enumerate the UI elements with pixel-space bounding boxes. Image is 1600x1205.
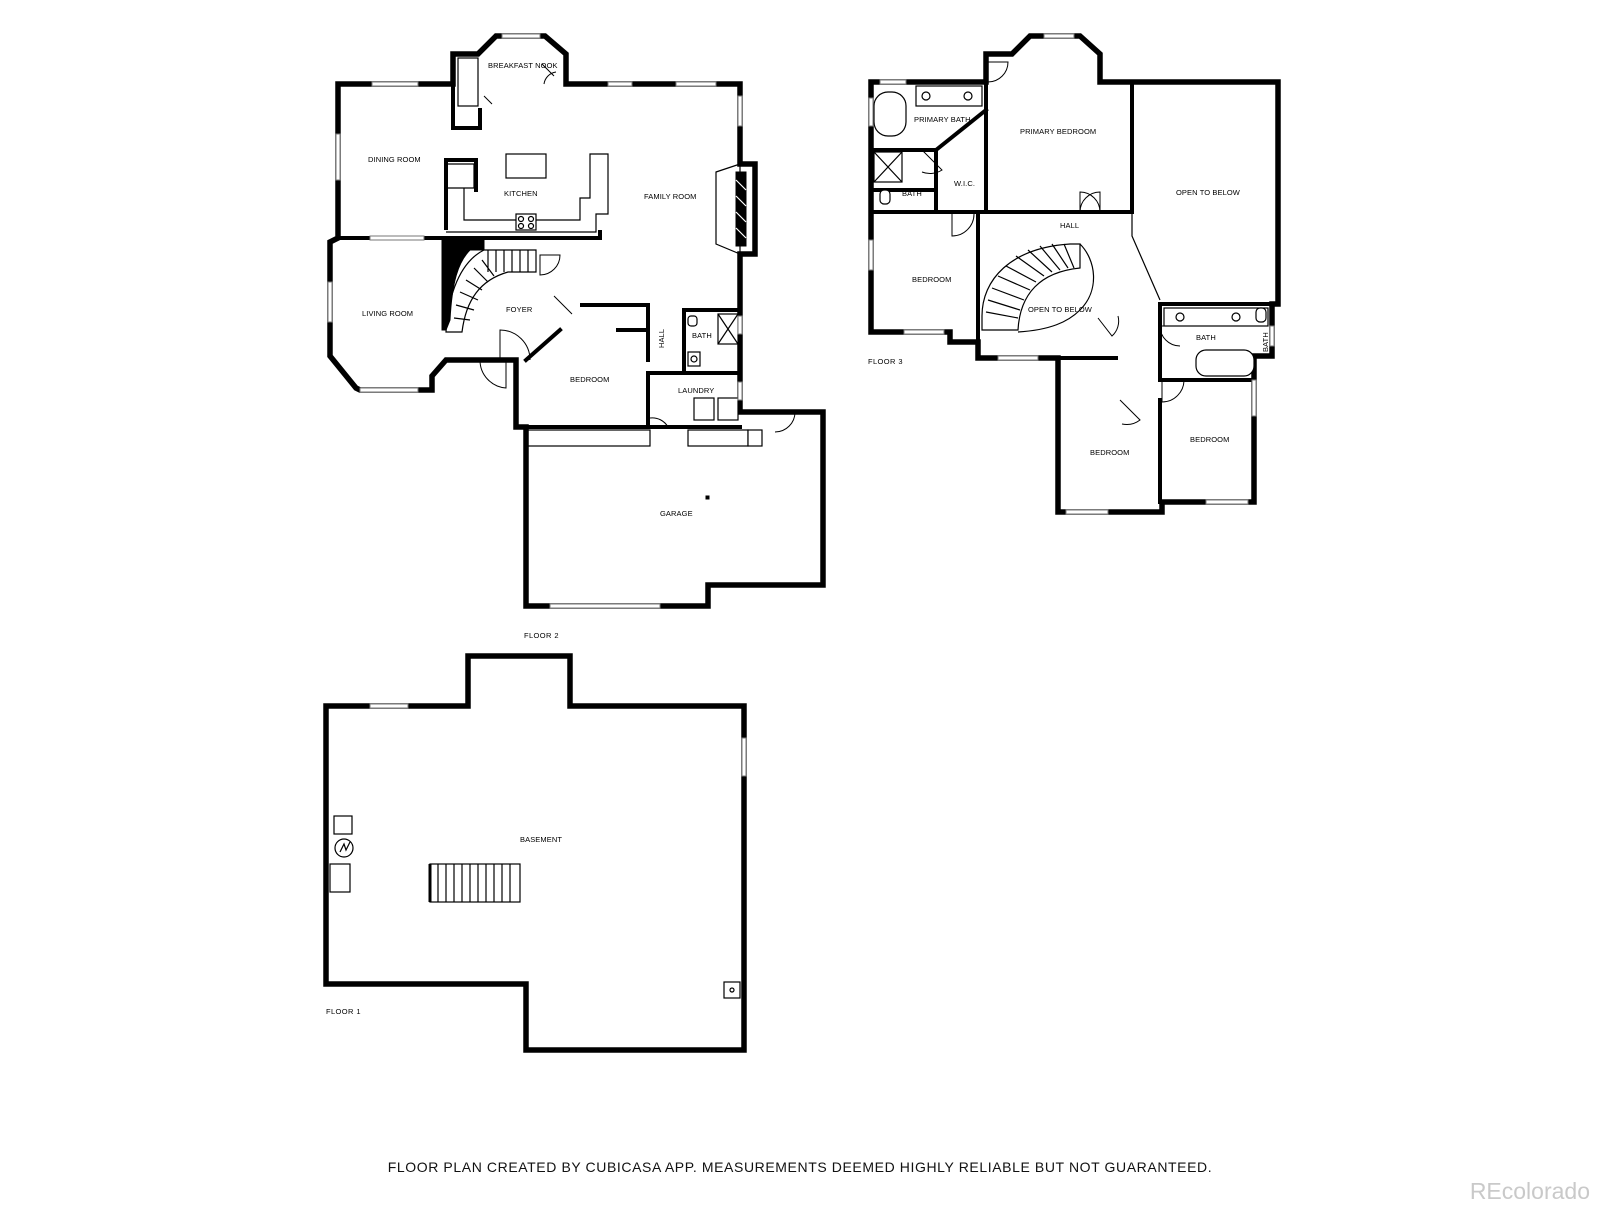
- dryer: [717, 397, 739, 421]
- hall-bath-toilet: [1255, 307, 1267, 323]
- kitchen-island: [505, 153, 547, 179]
- floor-2-outer-wall: [327, 33, 826, 609]
- bath-sink: [687, 351, 701, 367]
- basement-window-1: [369, 703, 409, 709]
- fireplace: [715, 163, 747, 255]
- garage-post: [705, 495, 710, 500]
- room-label-laundry: LAUNDRY: [678, 386, 714, 395]
- floor-2-windows: [327, 33, 743, 609]
- room-label-open-to-below-2: OPEN TO BELOW: [1028, 305, 1093, 314]
- room-label-bedroom-upper-2: BEDROOM: [1090, 448, 1129, 457]
- room-label-living-room: LIVING ROOM: [362, 309, 413, 318]
- furnace: [333, 815, 353, 835]
- open-to-below-railing: [1131, 212, 1161, 301]
- floor-label-floor-2: FLOOR 2: [524, 631, 559, 640]
- washer: [693, 397, 715, 421]
- room-label-kitchen: KITCHEN: [504, 189, 538, 198]
- basement-unit: [329, 863, 351, 893]
- floor-3-plan: PRIMARY BATH PRIMARY BEDROOM W.I.C. BATH…: [868, 33, 1281, 515]
- floor-2-room-labels: BREAKFAST NOOK DINING ROOM KITCHEN FAMIL…: [362, 61, 714, 518]
- basement-stair: [428, 863, 521, 903]
- room-label-breakfast-nook: BREAKFAST NOOK: [488, 61, 558, 70]
- toilet: [687, 315, 698, 327]
- floor-label-floor-3: FLOOR 3: [868, 357, 903, 366]
- kitchen-range: [515, 213, 537, 231]
- floor-2-plan: BREAKFAST NOOK DINING ROOM KITCHEN FAMIL…: [327, 33, 826, 640]
- water-heater-icon: [334, 838, 354, 858]
- room-label-basement: BASEMENT: [520, 835, 562, 844]
- room-label-primary-bath: PRIMARY BATH: [914, 115, 971, 124]
- floor-label-floor-1: FLOOR 1: [326, 1007, 361, 1016]
- room-label-bath-hall: BATH: [1196, 333, 1216, 342]
- room-label-family-room: FAMILY ROOM: [644, 192, 697, 201]
- floor-2-doors: [479, 63, 796, 433]
- room-label-bedroom-upper-1: BEDROOM: [912, 275, 951, 284]
- utility-sink: [723, 981, 741, 999]
- pantry: [457, 57, 479, 107]
- primary-toilet: [879, 189, 891, 205]
- hall-bath-tub: [1195, 349, 1255, 377]
- disclaimer-text: FLOOR PLAN CREATED BY CUBICASA APP. MEAS…: [387, 1159, 1213, 1175]
- foyer-curved-stair: [445, 249, 537, 333]
- room-label-bath: BATH: [692, 331, 712, 340]
- floor-2-interior-walls: [336, 82, 742, 429]
- floor-1-plan: BASEMENT FLOOR 1: [323, 653, 747, 1053]
- room-label-bedroom-upper-3: BEDROOM: [1190, 435, 1229, 444]
- garage-bench: [687, 429, 749, 447]
- garage-shelf: [525, 429, 651, 447]
- floor-3-windows: [868, 33, 1275, 515]
- floor-3-interior-walls: [869, 80, 1274, 504]
- floor-1-outer-wall: [323, 653, 747, 1053]
- room-label-dining-room: DINING ROOM: [368, 155, 421, 164]
- floor-3-room-labels: PRIMARY BATH PRIMARY BEDROOM W.I.C. BATH…: [902, 115, 1270, 457]
- hall-bath-vanity: [1163, 307, 1269, 327]
- room-label-bath-upper: BATH: [902, 189, 922, 198]
- room-label-foyer: FOYER: [506, 305, 533, 314]
- kitchen-counter: [446, 153, 609, 233]
- room-label-hall: HALL: [657, 329, 666, 348]
- room-label-garage: GARAGE: [660, 509, 693, 518]
- room-label-wic: W.I.C.: [954, 179, 975, 188]
- room-label-bedroom: BEDROOM: [570, 375, 609, 384]
- room-label-hall-upper: HALL: [1060, 221, 1079, 230]
- basement-window-2: [741, 737, 747, 777]
- stair-wall-fill: [441, 237, 485, 331]
- watermark-logo: REcolorado: [1469, 1178, 1590, 1204]
- floor-3-curved-stair: [981, 243, 1095, 333]
- room-label-bath-small: BATH: [1261, 332, 1270, 352]
- primary-vanity: [915, 85, 983, 107]
- primary-tub: [873, 91, 907, 137]
- room-label-primary-bedroom: PRIMARY BEDROOM: [1020, 127, 1096, 136]
- room-label-open-to-below-1: OPEN TO BELOW: [1176, 188, 1241, 197]
- floor-3-doors: [921, 61, 1185, 425]
